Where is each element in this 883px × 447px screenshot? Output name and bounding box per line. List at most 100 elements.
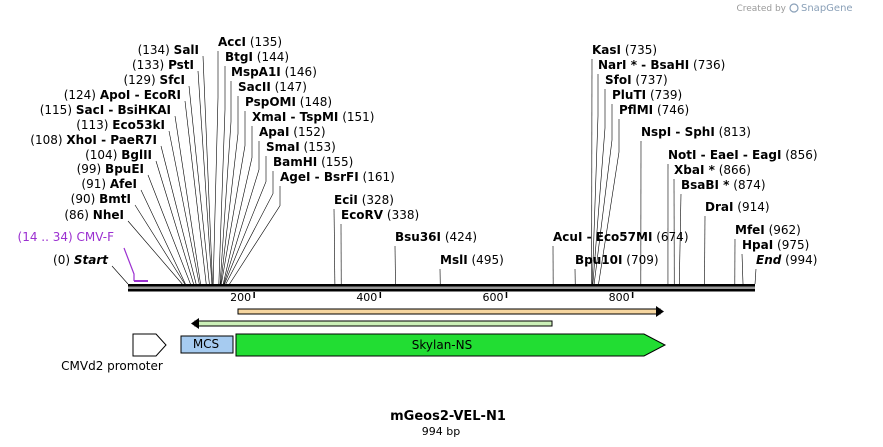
site-label[interactable]: (115) SacI - BsiHKAI <box>40 103 171 117</box>
site-label[interactable]: EciI (328) <box>334 193 394 207</box>
site-position: (994) <box>785 253 817 267</box>
site-name: NheI <box>93 208 124 222</box>
site-label[interactable]: SacII (147) <box>238 80 307 94</box>
site-name: DraI <box>705 200 733 214</box>
site-label[interactable]: NotI - EaeI - EagI (856) <box>668 148 818 162</box>
site-label[interactable]: (91) AfeI <box>81 177 137 191</box>
site-connector <box>221 111 246 285</box>
site-name: HpaI <box>742 238 773 252</box>
site-label[interactable]: (108) XhoI - PaeR7I <box>30 133 157 147</box>
site-connector <box>333 208 336 285</box>
site-label[interactable]: (129) SfcI <box>123 73 185 87</box>
site-position: (674) <box>656 230 688 244</box>
backbone <box>128 284 755 292</box>
site-label[interactable]: (14 .. 34) CMV-F <box>18 230 115 244</box>
orf-reverse-arrowhead <box>191 318 199 329</box>
site-label[interactable]: Bpu10I (709) <box>575 253 659 267</box>
site-label[interactable]: (124) ApoI - EcoRI <box>64 88 181 102</box>
watermark-brand: SnapGene <box>801 3 853 14</box>
site-position: (866) <box>719 163 751 177</box>
site-position: (124) <box>64 88 96 102</box>
site-name: CMV-F <box>77 230 115 244</box>
site-position: (135) <box>250 35 282 49</box>
site-connector-line <box>741 253 744 285</box>
site-connector <box>219 81 232 285</box>
site-label[interactable]: (86) NheI <box>64 208 124 222</box>
site-label[interactable]: BtgI (144) <box>225 50 289 64</box>
site-label[interactable]: (104) BglII <box>85 148 152 162</box>
orf-reverse <box>191 318 553 329</box>
site-label[interactable]: NspI - SphI (813) <box>641 125 751 139</box>
site-label[interactable]: PspOMI (148) <box>245 95 332 109</box>
map-title: mGeos2-VEL-N1 <box>390 409 506 424</box>
site-connector-line <box>679 193 682 285</box>
orf-reverse-bar <box>194 320 553 327</box>
site-label[interactable]: EcoRV (338) <box>341 208 419 222</box>
site-label[interactable]: AgeI - BsrFI (161) <box>280 170 395 184</box>
site-label[interactable]: SmaI (153) <box>266 140 336 154</box>
site-label[interactable]: MslI (495) <box>440 253 504 267</box>
site-label[interactable]: BamHI (155) <box>273 155 353 169</box>
site-connector <box>741 253 744 285</box>
site-label[interactable]: (134) SalI <box>138 43 199 57</box>
site-label[interactable]: DraI (914) <box>705 200 770 214</box>
site-connector-line <box>147 174 191 285</box>
site-label[interactable]: MfeI (962) <box>735 223 801 237</box>
site-connector <box>127 220 183 285</box>
site-label[interactable]: PluTI (739) <box>612 88 682 102</box>
site-connector <box>222 126 253 285</box>
site-label[interactable]: (113) Eco53kI <box>76 118 165 132</box>
site-connector-line <box>160 145 197 285</box>
site-label[interactable]: (133) PstI <box>132 58 194 72</box>
site-connector-line <box>123 247 135 281</box>
site-label[interactable]: AcuI - Eco57MI (674) <box>553 230 689 244</box>
site-position: (975) <box>777 238 809 252</box>
site-label[interactable]: XmaI - TspMI (151) <box>252 110 375 124</box>
site-name: SacII <box>238 80 271 94</box>
site-connector-line <box>111 265 129 285</box>
site-name: SalI <box>174 43 199 57</box>
site-label[interactable]: SfoI (737) <box>605 73 668 87</box>
site-label[interactable]: Bsu36I (424) <box>395 230 477 244</box>
site-label[interactable]: MspA1I (146) <box>231 65 317 79</box>
feature-mcs[interactable]: MCS <box>180 335 234 354</box>
site-label[interactable]: KasI (735) <box>592 43 657 57</box>
site-connector <box>593 104 613 285</box>
site-label[interactable]: (99) BpuEI <box>77 162 144 176</box>
site-connector <box>174 115 201 285</box>
site-label[interactable]: XbaI * (866) <box>674 163 751 177</box>
site-name: SfcI <box>160 73 185 87</box>
site-label[interactable]: BsaBI * (874) <box>681 178 766 192</box>
site-label[interactable]: (90) BmtI <box>71 192 131 206</box>
site-position: (91) <box>81 177 106 191</box>
site-connector-line <box>222 126 253 285</box>
site-name: SmaI <box>266 140 300 154</box>
site-name: BglII <box>121 148 152 162</box>
feature-skylan-ns[interactable]: Skylan-NS <box>235 333 667 357</box>
site-name: BmtI <box>99 192 131 206</box>
site-name: End <box>756 253 782 267</box>
site-connector-line <box>184 100 207 285</box>
site-name: PstI <box>168 58 194 72</box>
feature-cmvd2-promoter[interactable]: CMVd2 promoter <box>61 333 167 373</box>
site-connector <box>147 174 191 285</box>
site-label[interactable]: (0) Start <box>53 253 109 267</box>
site-name: MslI <box>440 253 468 267</box>
site-connector-line <box>221 111 246 285</box>
site-connector <box>220 96 239 285</box>
site-position: (133) <box>132 58 164 72</box>
site-name: EcoRV <box>341 208 384 222</box>
site-position: (495) <box>472 253 504 267</box>
site-label[interactable]: AccI (135) <box>218 35 282 49</box>
site-connector-line <box>134 204 186 285</box>
site-label[interactable]: End (994) <box>756 253 817 267</box>
site-connector <box>184 100 207 285</box>
site-name: SacI - BsiHKAI <box>76 103 171 117</box>
site-label[interactable]: PflMI (746) <box>619 103 689 117</box>
site-name: EciI <box>334 193 358 207</box>
site-label[interactable]: NarI * - BsaHI (736) <box>598 58 725 72</box>
site-label[interactable]: HpaI (975) <box>742 238 809 252</box>
site-connectors <box>111 51 757 285</box>
site-position: (153) <box>304 140 336 154</box>
site-label[interactable]: ApaI (152) <box>259 125 326 139</box>
